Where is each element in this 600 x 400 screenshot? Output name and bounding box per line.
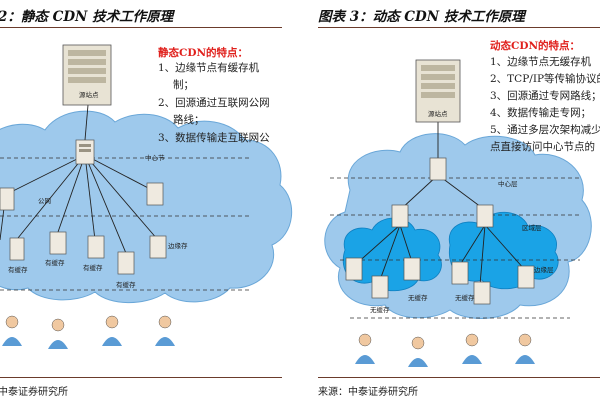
- no-cache-label: 无缓存: [408, 293, 428, 302]
- user-icon: [155, 315, 175, 346]
- cache-label: 有缓存: [116, 280, 136, 289]
- origin-server-icon: [415, 59, 461, 123]
- feature-item: 2、TCP/IP等传输协议的: [490, 73, 600, 85]
- figure-title: 2：静态 CDN 技术工作原理: [0, 9, 174, 25]
- edge-layer-label: 边缘层: [534, 265, 554, 274]
- right-figure-panel: 源站点 中心层 区域层 边缘层 无缓存 无缓存 无缓存 图表 3：动态 CDN …: [300, 0, 600, 400]
- feature-item: 点直接访问中心节点的: [490, 141, 595, 153]
- edge-node-icon: [403, 257, 421, 281]
- user-icon: [102, 315, 122, 346]
- region-node-icon: [391, 204, 409, 228]
- edge-node-icon: [0, 187, 15, 211]
- feature-item: 1、边缘节点无缓存机: [490, 56, 592, 68]
- user-icon: [48, 318, 68, 349]
- origin-label: 源站点: [79, 90, 99, 99]
- cache-label: 有缓存: [45, 258, 65, 267]
- edge-node-icon: [371, 275, 389, 299]
- dynamic-cdn-diagram: 源站点 中心层 区域层 边缘层 无缓存 无缓存 无缓存: [324, 59, 592, 367]
- edge-node-icon: [345, 257, 363, 281]
- feature-item: 1、边缘节点有缓存机: [158, 62, 260, 74]
- user-icon: [355, 333, 375, 364]
- origin-label: 源站点: [428, 109, 448, 118]
- user-icon: [408, 336, 428, 367]
- edge-node-icon: [473, 281, 491, 305]
- edge-label: 边缘存: [168, 241, 188, 250]
- source-note: 中泰证券研究所: [0, 387, 68, 398]
- center-label: 中心节: [145, 153, 165, 162]
- region-node-icon: [476, 204, 494, 228]
- origin-server-icon: [62, 44, 112, 106]
- figure-title: 图表 3：动态 CDN 技术工作原理: [318, 9, 525, 25]
- feature-item: 4、数据传输走专网；: [490, 107, 592, 119]
- edge-node-icon: [146, 182, 164, 206]
- feature-item: 3、数据传输走互联网公: [158, 132, 270, 144]
- no-cache-label: 无缓存: [455, 293, 475, 302]
- title-rule: [318, 27, 600, 28]
- source-rule: [318, 377, 600, 378]
- no-cache-label: 无缓存: [370, 305, 390, 314]
- static-cdn-diagram: 源站点 中心节 公网 边缘存 有缓存 有缓存 有缓存 有缓存: [0, 44, 293, 349]
- left-figure-panel: 源站点 中心节 公网 边缘存 有缓存 有缓存 有缓存 有缓存 2：静态 CDN …: [0, 9, 293, 398]
- cache-label: 有缓存: [8, 265, 28, 274]
- features-title: 动态CDN的特点：: [490, 40, 581, 52]
- source-rule: [0, 377, 282, 378]
- public-net-label: 公网: [38, 197, 51, 205]
- edge-node-icon: [517, 265, 535, 289]
- feature-item: 2、回源通过互联网公网: [158, 97, 270, 109]
- cache-label: 有缓存: [83, 263, 103, 272]
- edge-node-icon: [451, 261, 469, 285]
- cache-node-icon: [87, 235, 105, 259]
- feature-item: 路线；: [173, 114, 205, 126]
- user-icon: [2, 315, 22, 346]
- cache-node-icon: [117, 251, 135, 275]
- feature-item: 制；: [173, 79, 194, 91]
- user-icon: [462, 333, 482, 364]
- features-title: 静态CDN的特点：: [158, 47, 249, 59]
- cache-node-icon: [49, 231, 67, 255]
- edge-node-icon: [149, 235, 167, 259]
- source-note: 来源：中泰证券研究所: [318, 387, 418, 398]
- region-layer-label: 区域层: [522, 223, 542, 232]
- center-node-icon: [429, 157, 447, 181]
- feature-item: 5、通过多层次架构减少: [490, 124, 600, 136]
- cache-node-icon: [9, 237, 25, 261]
- user-icon: [515, 333, 535, 364]
- feature-item: 3、回源通过专网路线；: [490, 90, 600, 102]
- center-layer-label: 中心层: [498, 179, 518, 188]
- cloud-shape: [0, 110, 293, 304]
- center-node-icon: [75, 139, 95, 165]
- title-rule: [0, 27, 282, 28]
